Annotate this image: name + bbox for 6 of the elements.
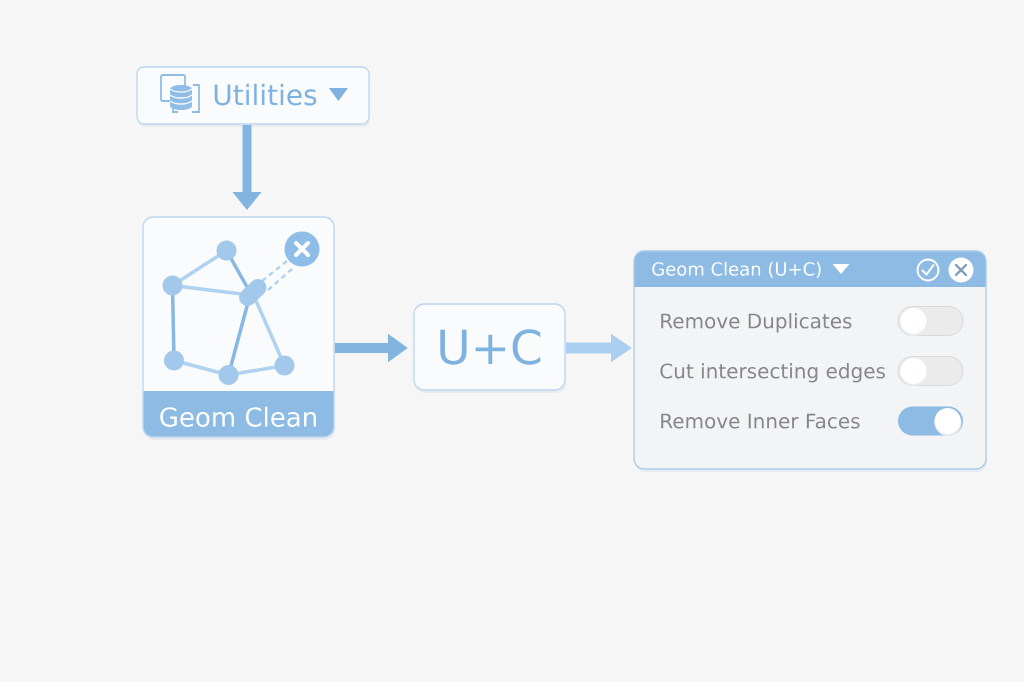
- process-box: U+C: [413, 303, 566, 393]
- dropdown-button: Utilities: [136, 66, 370, 127]
- panel-title: Geom Clean (U+C): [652, 261, 821, 278]
- option-label: Remove Duplicates: [661, 313, 852, 333]
- option-label: Cut intersecting edges: [660, 363, 885, 383]
- option-label: Remove Inner Faces: [661, 413, 860, 429]
